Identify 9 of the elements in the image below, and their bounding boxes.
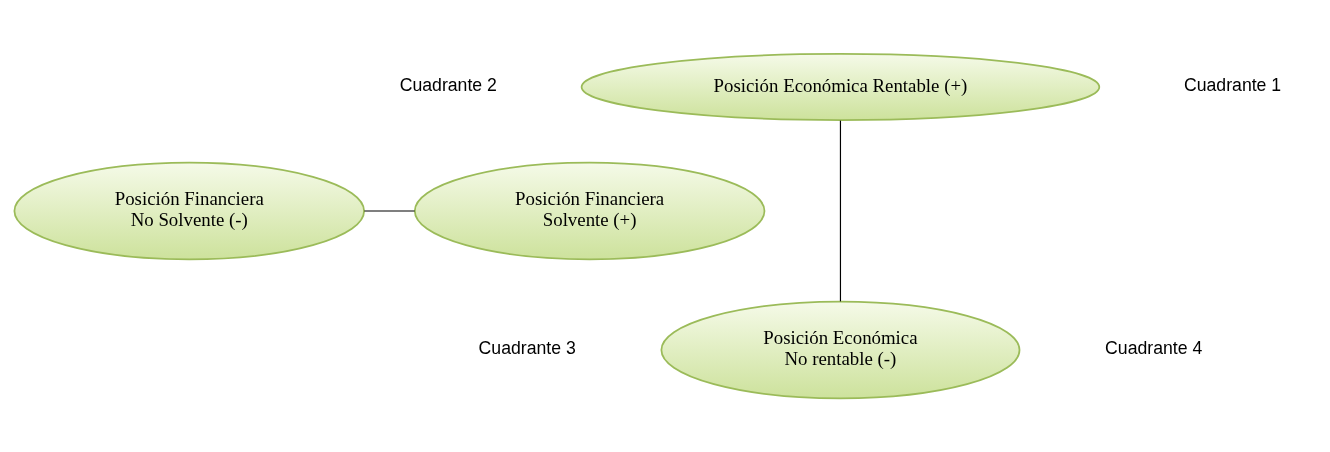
connector	[839, 120, 842, 302]
node-ellipse: Posición Financiera No Solvente (-)	[13, 161, 365, 261]
node-ellipse: Posición Económica Rentable (+)	[580, 53, 1101, 121]
label: Cuadrante 3	[478, 338, 576, 359]
label: Cuadrante 4	[1105, 338, 1203, 359]
label: Cuadrante 2	[399, 75, 497, 96]
node-ellipse: Posición Financiera Solvente (+)	[413, 161, 766, 261]
label: Cuadrante 1	[1183, 75, 1282, 96]
node-ellipse: Posición Económica No rentable (-)	[660, 300, 1021, 400]
